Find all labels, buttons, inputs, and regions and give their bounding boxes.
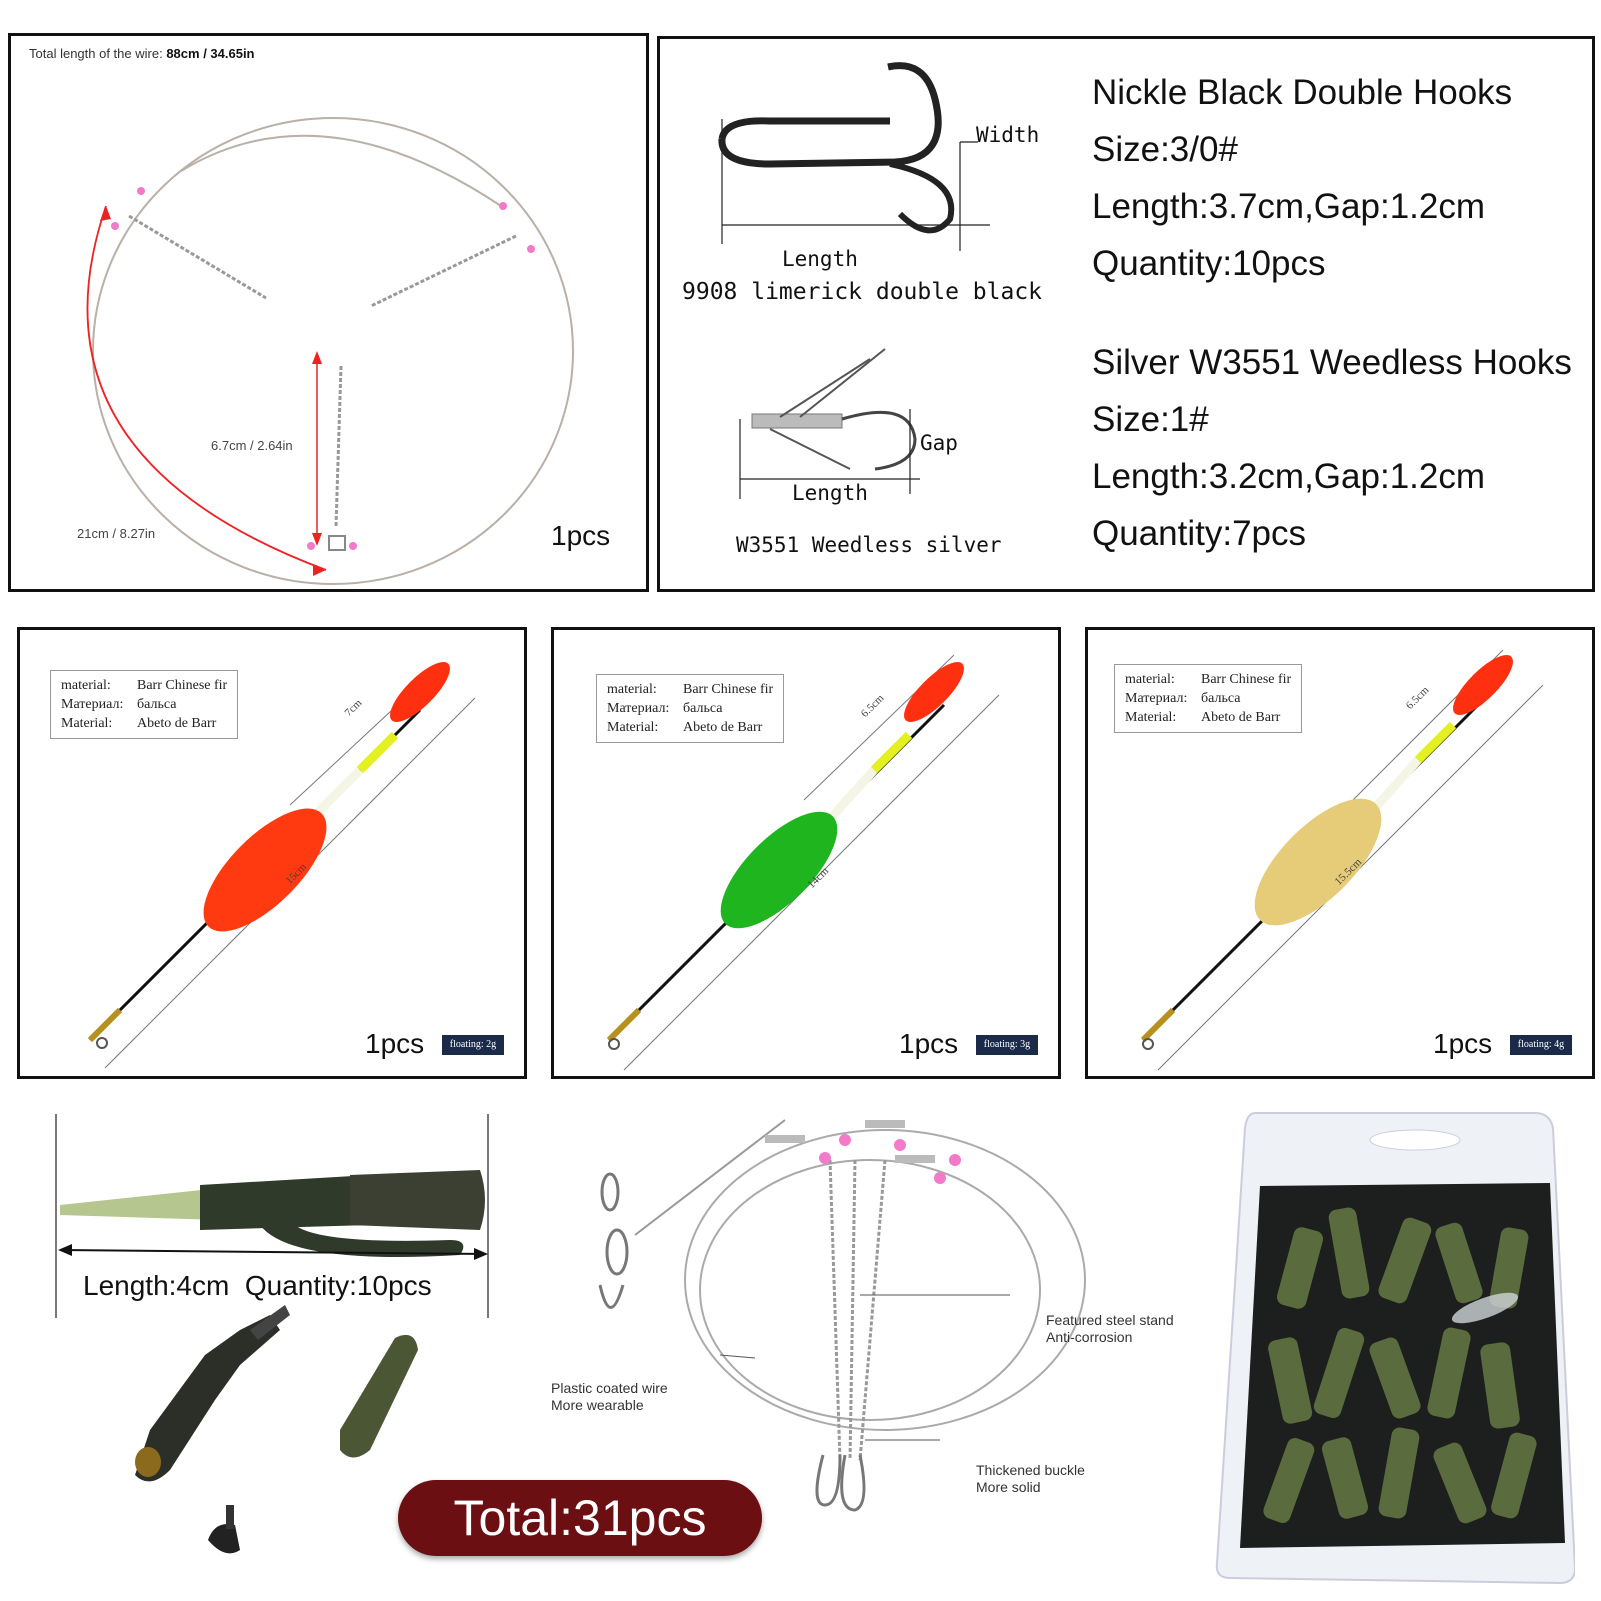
float-quantity: 1pcs xyxy=(899,1028,959,1059)
hook1-length-label: Length xyxy=(782,247,858,271)
wire-rig-drawing xyxy=(86,117,574,585)
wire-rig-panel: Total length of the wire: 88cm / 34.65in… xyxy=(8,33,649,592)
clip-spec-text: Length:4cm Quantity:10pcs xyxy=(83,1270,432,1301)
floating-badge: floating: 3g xyxy=(976,1035,1038,1055)
rig-detail-drawing xyxy=(598,1119,1086,1512)
wood-float-drawing xyxy=(1140,649,1544,1071)
weedless-hook-icon xyxy=(739,348,920,499)
double-hook-icon xyxy=(718,62,990,251)
hooks-drawing xyxy=(718,62,990,499)
material-box: material:Barr Chinese fir Материал:бальс… xyxy=(596,674,785,743)
float-panel-green: material:Barr Chinese fir Материал:бальс… xyxy=(551,627,1061,1079)
swivel-icon xyxy=(598,1172,629,1309)
hook1-quantity: Quantity:10pcs xyxy=(1092,244,1326,283)
hook1-width-label: Width xyxy=(976,123,1040,147)
total-badge: Total:31pcs xyxy=(398,1480,762,1556)
buckle-note: Thickened buckle More solid xyxy=(976,1462,1085,1495)
floating-badge: floating: 2g xyxy=(442,1035,504,1055)
hook2-caption: W3551 Weedless silver xyxy=(736,533,1002,557)
long-dimension-label: 21cm / 8.27in xyxy=(77,526,156,541)
pin-icon xyxy=(208,1505,240,1554)
tail-rubber-icon xyxy=(340,1334,418,1458)
hook2-length-label: Length xyxy=(792,481,868,505)
orange-float-drawing xyxy=(87,662,476,1069)
hook2-quantity: Quantity:7pcs xyxy=(1092,514,1306,553)
total-length-text: Total length of the wire: 88cm / 34.65in xyxy=(29,46,255,61)
hook1-dims: Length:3.7cm,Gap:1.2cm xyxy=(1092,187,1485,226)
hook2-size: Size:1# xyxy=(1092,400,1209,439)
material-box: material:Barr Chinese fir Материал:бальс… xyxy=(50,670,239,739)
floating-badge: floating: 4g xyxy=(1510,1035,1572,1055)
short-dimension-label: 6.7cm / 2.64in xyxy=(211,438,293,453)
hook1-size: Size:3/0# xyxy=(1092,130,1238,169)
clip-pile xyxy=(1263,1207,1537,1524)
material-box: material:Barr Chinese fir Материал:бальс… xyxy=(1114,664,1303,733)
float-panel-wood: material:Barr Chinese fir Материал:бальс… xyxy=(1085,627,1595,1079)
hook2-gap-label: Gap xyxy=(920,431,958,455)
green-float-drawing xyxy=(606,654,1000,1071)
lead-clip-drawing xyxy=(55,1114,489,1554)
wire-quantity: 1pcs xyxy=(551,520,611,551)
hook1-caption: 9908 limerick double black xyxy=(682,279,1043,305)
hook1-title: Nickle Black Double Hooks xyxy=(1092,73,1513,112)
hook2-title: Silver W3551 Weedless Hooks xyxy=(1092,343,1572,382)
hooks-panel: Width Length 9908 limerick double black … xyxy=(657,36,1595,592)
float-quantity: 1pcs xyxy=(365,1028,425,1059)
steel-stand-note: Featured steel stand Anti-corrosion xyxy=(1046,1312,1174,1345)
snap-icon xyxy=(815,1454,866,1512)
package-bag-drawing xyxy=(1215,1112,1575,1585)
float-quantity: 1pcs xyxy=(1433,1028,1493,1059)
clip-body-icon xyxy=(135,1305,290,1482)
float-panel-orange: material:Barr Chinese fir Материал:бальс… xyxy=(17,627,527,1079)
coated-wire-note: Plastic coated wire More wearable xyxy=(551,1380,668,1413)
hook2-dims: Length:3.2cm,Gap:1.2cm xyxy=(1092,457,1485,496)
